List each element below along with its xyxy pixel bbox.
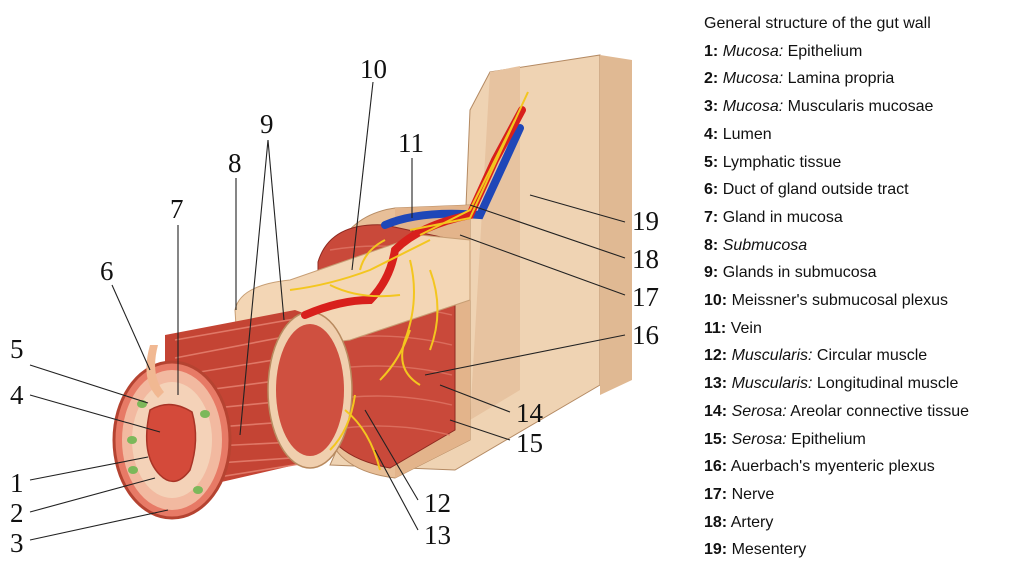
legend-number: 7: [704, 209, 718, 226]
legend-number: 5: [704, 154, 718, 171]
legend-layer: Mucosa: [723, 70, 783, 87]
gut-wall-diagram: 1 2 3 4 5 6 7 8 9 10 11 12 13 14 15 16 1… [0, 0, 690, 559]
legend-number: 19: [704, 541, 727, 558]
legend-number: 10: [704, 292, 727, 309]
legend-number: 9: [704, 264, 718, 281]
callout-5: 5 [10, 334, 24, 364]
legend-label: Artery [731, 514, 774, 531]
legend-item: 15: Serosa: Epithelium [704, 426, 1024, 454]
callout-2: 2 [10, 498, 24, 528]
callout-3: 3 [10, 528, 24, 558]
legend-label: Vein [731, 320, 762, 337]
legend-label: Glands in submucosa [723, 264, 877, 281]
legend-label: Muscularis mucosae [783, 98, 933, 115]
callout-13: 13 [424, 520, 451, 550]
callout-15: 15 [516, 428, 543, 458]
legend-number: 12: [704, 347, 727, 364]
callout-8: 8 [228, 148, 242, 178]
legend-item: 12: Muscularis: Circular muscle [704, 342, 1024, 370]
legend-item: 16: Auerbach's myenteric plexus [704, 453, 1024, 481]
legend-label: Mesentery [732, 541, 807, 558]
legend-item: 2: Mucosa: Lamina propria [704, 65, 1024, 93]
legend-number: 3: [704, 98, 718, 115]
legend-number: 14: [704, 403, 727, 420]
legend-layer: Submucosa [723, 237, 808, 254]
legend-item: 10: Meissner's submucosal plexus [704, 287, 1024, 315]
legend-label: Epithelium [783, 43, 862, 60]
legend-item: 13: Muscularis: Longitudinal muscle [704, 370, 1024, 398]
legend-number: 6: [704, 181, 718, 198]
callout-17: 17 [632, 282, 659, 312]
legend-item: 6: Duct of gland outside tract [704, 176, 1024, 204]
legend-number: 2: [704, 70, 718, 87]
callout-12: 12 [424, 488, 451, 518]
legend-layer: Serosa: [732, 403, 787, 420]
legend-label: Auerbach's myenteric plexus [731, 458, 935, 475]
callout-9: 9 [260, 109, 274, 139]
callout-7: 7 [170, 194, 184, 224]
legend-item: 1: Mucosa: Epithelium [704, 38, 1024, 66]
callout-6: 6 [100, 256, 114, 286]
legend-label: Gland in mucosa [723, 209, 843, 226]
legend-number: 8: [704, 237, 718, 254]
legend-label: Circular muscle [812, 347, 927, 364]
legend-number: 18: [704, 514, 727, 531]
legend-number: 1: [704, 43, 718, 60]
legend-label: Duct of gland outside tract [723, 181, 909, 198]
legend-number: 11: [704, 320, 726, 337]
legend-item: 4: Lumen [704, 121, 1024, 149]
legend-label: Longitudinal muscle [812, 375, 958, 392]
legend-item: 17: Nerve [704, 481, 1024, 509]
legend-number: 13: [704, 375, 727, 392]
callout-4: 4 [10, 380, 24, 410]
legend-item: 11: Vein [704, 315, 1024, 343]
callout-16: 16 [632, 320, 659, 350]
callout-11: 11 [398, 128, 424, 158]
callout-19: 19 [632, 206, 659, 236]
legend-layer: Muscularis: [732, 375, 813, 392]
legend-item: 7: Gland in mucosa [704, 204, 1024, 232]
legend-item: 9: Glands in submucosa [704, 259, 1024, 287]
callout-14: 14 [516, 398, 544, 428]
legend-item: 8: Submucosa [704, 232, 1024, 260]
legend-layer: Mucosa: [723, 98, 783, 115]
callout-1: 1 [10, 468, 24, 498]
legend-label: Epithelium [787, 431, 866, 448]
legend-label: Areolar connective tissue [787, 403, 969, 420]
legend-item: 14: Serosa: Areolar connective tissue [704, 398, 1024, 426]
legend-item: 3: Mucosa: Muscularis mucosae [704, 93, 1024, 121]
legend-number: 15: [704, 431, 727, 448]
legend-label: Lumen [723, 126, 772, 143]
legend-label: Nerve [732, 486, 775, 503]
callout-10: 10 [360, 54, 387, 84]
legend: General structure of the gut wall 1: Muc… [704, 10, 1024, 564]
legend-label: Lymphatic tissue [723, 154, 842, 171]
legend-item: 19: Mesentery [704, 536, 1024, 564]
legend-item: 5: Lymphatic tissue [704, 149, 1024, 177]
legend-number: 17: [704, 486, 727, 503]
legend-layer: Serosa: [732, 431, 787, 448]
legend-layer: Muscularis: [732, 347, 813, 364]
legend-title: General structure of the gut wall [704, 10, 1024, 38]
legend-item: 18: Artery [704, 509, 1024, 537]
callout-18: 18 [632, 244, 659, 274]
legend-label: Lamina propria [783, 70, 894, 87]
legend-number: 4: [704, 126, 718, 143]
legend-layer: Mucosa: [723, 43, 783, 60]
legend-label: Meissner's submucosal plexus [732, 292, 948, 309]
legend-number: 16: [704, 458, 727, 475]
